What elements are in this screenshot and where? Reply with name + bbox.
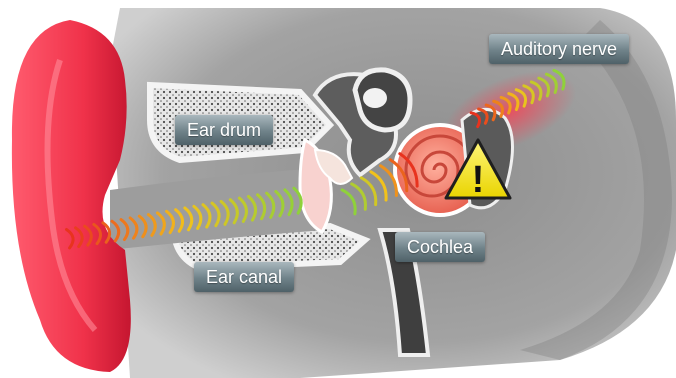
vestibule	[363, 88, 387, 108]
label-ear-canal: Ear canal	[194, 262, 294, 292]
label-ear-drum: Ear drum	[175, 115, 273, 145]
label-cochlea: Cochlea	[395, 232, 485, 262]
warning-symbol: !	[472, 159, 485, 201]
label-auditory-nerve: Auditory nerve	[489, 34, 629, 64]
